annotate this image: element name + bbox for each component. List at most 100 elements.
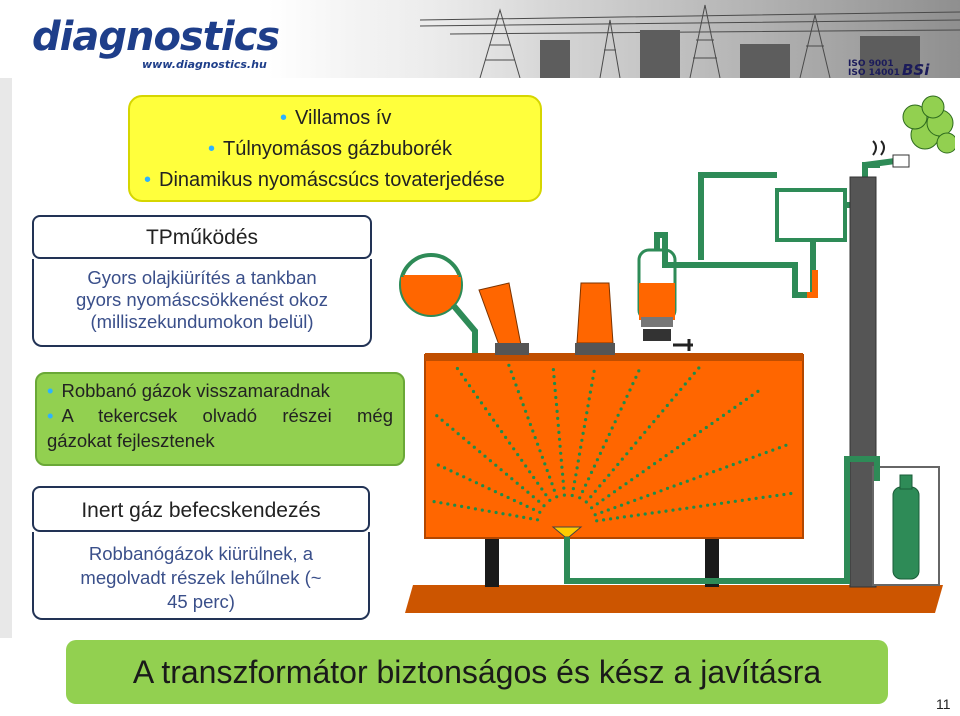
spray-dot: [744, 458, 749, 462]
spray-dot: [643, 430, 647, 434]
spray-dot: [560, 465, 564, 469]
spray-dot: [595, 458, 599, 462]
tp-line-1: Gyors olajkiürítés a tankban: [87, 267, 317, 288]
arc-events-box: Villamos ív Túlnyomásos gázbuborék Dinam…: [128, 95, 542, 202]
spray-dot: [499, 468, 503, 472]
bushing-icon: [576, 282, 614, 344]
spray-dot: [589, 495, 593, 499]
inert-gas-body: Robbanógázok kiürülnek, a megolvadt rész…: [32, 532, 370, 620]
spray-dot: [678, 507, 682, 511]
spray-dot: [574, 473, 578, 477]
spray-dot: [672, 484, 676, 488]
spray-dot: [580, 438, 584, 442]
spray-dot: [445, 423, 450, 427]
spray-dot: [740, 498, 744, 502]
spray-dot: [607, 494, 611, 498]
spray-dot: [554, 402, 559, 407]
spray-dot: [710, 421, 714, 426]
spray-dot: [529, 517, 533, 521]
spray-dot: [685, 479, 689, 483]
spray-dot: [633, 498, 637, 502]
spray-dot: [531, 495, 535, 499]
spray-dot: [487, 509, 491, 513]
tank-leg: [705, 535, 719, 587]
spray-dot: [536, 481, 540, 485]
spray-dot: [641, 470, 645, 474]
spray-dot: [638, 436, 642, 440]
spray-dot: [699, 504, 703, 508]
spray-dot: [665, 486, 670, 490]
spray-dot: [616, 413, 620, 417]
page-number: 11: [936, 696, 951, 712]
spray-dot: [593, 513, 597, 517]
spray-dot: [629, 446, 633, 450]
spray-dot: [516, 453, 520, 457]
spray-dot: [698, 429, 703, 434]
spray-dot: [718, 467, 722, 471]
spray-dot: [733, 405, 737, 409]
spray-dot: [587, 397, 591, 401]
spray-dot: [532, 475, 536, 480]
spray-dot: [620, 457, 624, 461]
logo-url: www.diagnostics.hu: [142, 58, 267, 71]
gas-spray-dots: [432, 363, 793, 523]
spray-dot: [473, 507, 477, 511]
spray-dot: [481, 484, 485, 488]
spray-dot: [611, 468, 615, 472]
spray-dot: [512, 376, 516, 380]
spray-dot: [524, 409, 528, 413]
spray-dot: [670, 450, 674, 454]
spray-dot: [582, 424, 586, 429]
spray-dot: [733, 499, 737, 503]
spray-dot: [607, 473, 611, 477]
spray-dot: [784, 443, 788, 447]
spray-dot: [575, 466, 579, 470]
spray-dot: [494, 510, 498, 515]
spray-dot: [558, 444, 562, 448]
spray-dot: [562, 486, 566, 490]
spray-dot: [630, 478, 634, 482]
spray-dot: [721, 413, 726, 417]
spray-dot: [674, 393, 678, 397]
spray-dot: [559, 458, 563, 462]
spray-dot: [604, 439, 608, 443]
spray-dot: [521, 403, 525, 407]
base-plinth: [405, 585, 943, 613]
spray-dot: [634, 375, 638, 379]
spray-dot: [656, 414, 660, 418]
spray-dot: [758, 453, 762, 457]
spray-dot: [598, 451, 602, 455]
spray-dot: [542, 504, 546, 508]
inert-line-3: 45 perc): [167, 591, 235, 612]
spray-dot: [528, 422, 532, 427]
spray-dot: [751, 455, 755, 459]
spray-dot: [601, 445, 605, 449]
residual-gas-item-1: Robbanó gázok visszamaradnak: [47, 378, 393, 403]
spray-dot: [548, 475, 552, 479]
residual-gas-box: Robbanó gázok visszamaradnak A tekercsek…: [35, 372, 405, 466]
spray-dot: [610, 426, 614, 430]
spray-dot: [552, 375, 556, 379]
spray-dot: [681, 442, 685, 446]
spray-dot: [712, 502, 717, 506]
spray-dot: [647, 466, 651, 470]
spray-dot: [571, 487, 575, 491]
spray-dot: [479, 401, 484, 405]
spray-dot: [618, 486, 622, 490]
spray-dot: [468, 478, 472, 482]
spray-dot: [653, 462, 657, 466]
spray-dot: [595, 502, 599, 506]
spray-dot: [548, 498, 552, 502]
spray-dot: [467, 384, 472, 388]
spray-dot: [552, 488, 556, 492]
spray-dot: [625, 394, 629, 398]
spray-dot: [553, 388, 557, 393]
spray-dot: [634, 441, 638, 445]
spray-dot: [472, 445, 476, 449]
spray-dot: [512, 447, 516, 451]
spray-dot: [512, 498, 516, 503]
spray-dot: [462, 475, 466, 479]
spray-dot: [692, 477, 696, 481]
spray-dot: [460, 504, 464, 508]
spray-dot: [455, 472, 459, 476]
